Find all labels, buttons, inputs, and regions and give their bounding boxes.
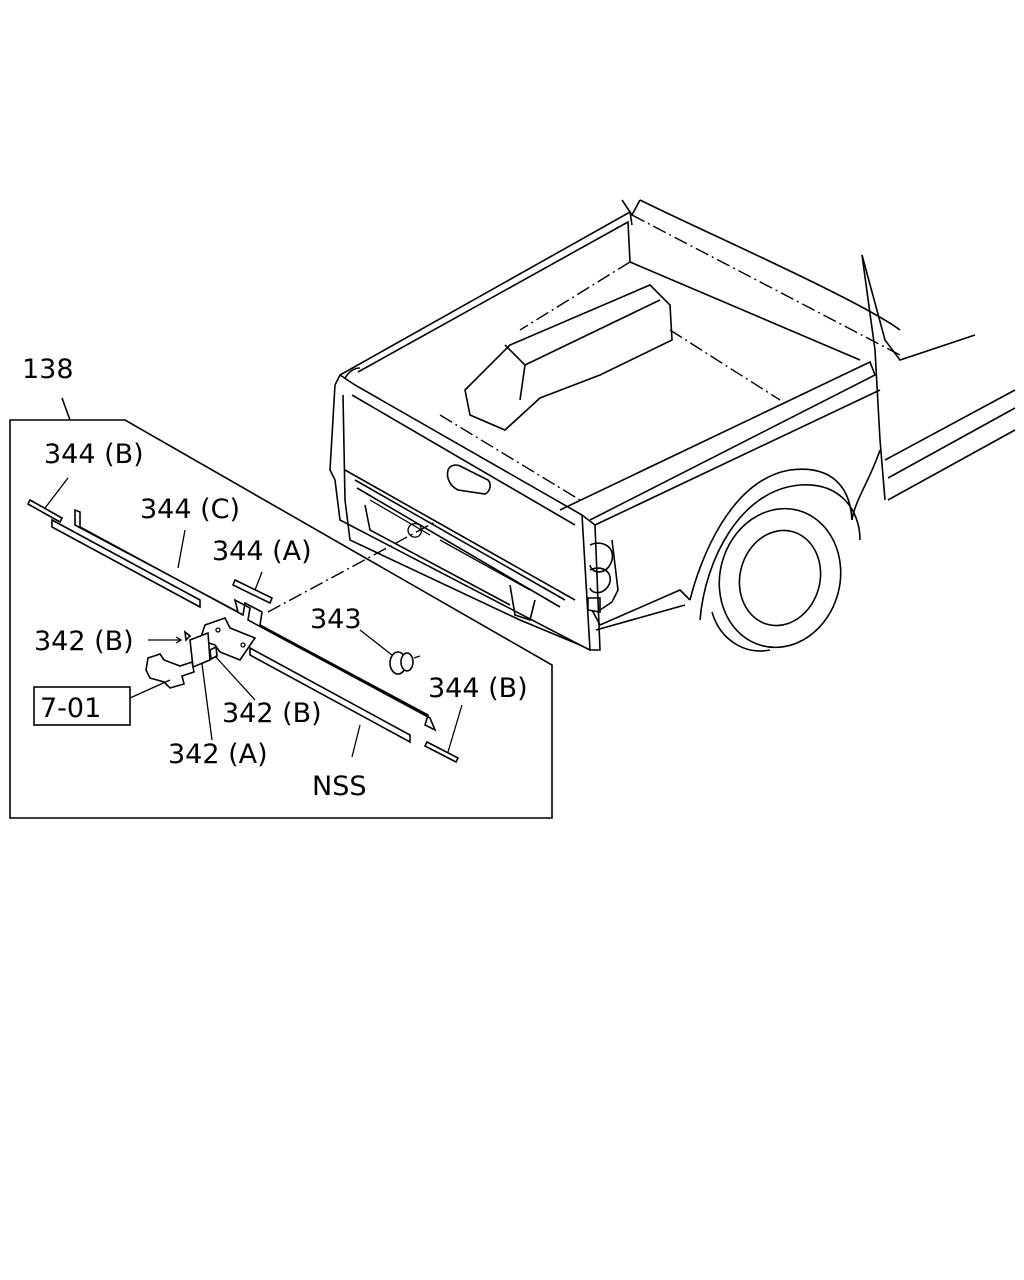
label-344c: 344 (C) [140,494,240,525]
part-344b-right [423,704,463,764]
label-nss: NSS [312,771,366,802]
label-342b-left: 342 (B) [34,626,134,657]
pickup-truck-illustration [329,199,1016,652]
label-ref-7-01: 7-01 [40,693,101,724]
label-138: 138 [22,354,74,385]
part-344a [231,571,274,605]
part-small-emblem [129,653,195,699]
part-343-clip [359,629,421,675]
label-344a: 344 (A) [212,536,312,567]
part-344b-left [26,477,69,524]
part-344c-outline [74,508,437,732]
part-342-pads [148,630,256,741]
parts-group-frame [9,397,553,819]
label-344b-top: 344 (B) [44,439,144,470]
label-342a: 342 (A) [168,739,268,770]
label-344b-right: 344 (B) [428,673,528,704]
tailgate-leader-line [267,521,436,613]
label-343: 343 [310,604,362,635]
part-nss-strip [51,518,411,758]
reference-box-7-01: 7-01 [33,686,131,726]
label-342b-mid: 342 (B) [222,698,322,729]
